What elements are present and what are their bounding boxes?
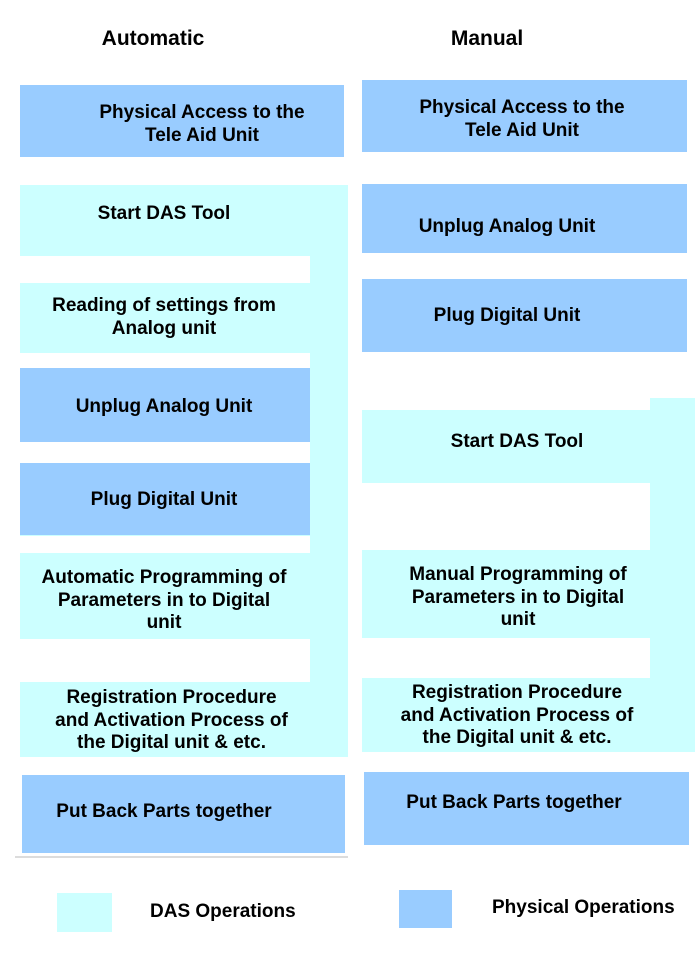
auto-label-reading-settings: Reading of settings from Analog unit [52, 295, 276, 339]
manual-box-unplug-analog [362, 184, 687, 253]
manual-box-plug-digital [362, 279, 687, 352]
column-title-automatic: Automatic [101, 27, 205, 50]
manual-label-manual-programming: Manual Programming of Parameters in to D… [409, 564, 627, 630]
legend-label-physical: Physical Operations [492, 897, 675, 918]
auto-label-start-das: Start DAS Tool [97, 203, 231, 224]
auto-label-unplug-analog: Unplug Analog Unit [75, 396, 253, 417]
legend-label-das: DAS Operations [150, 901, 296, 922]
auto-box-physical-access [20, 85, 344, 157]
manual-label-put-back: Put Back Parts together [406, 792, 622, 813]
column-title-manual: Manual [450, 27, 524, 50]
manual-label-plug-digital: Plug Digital Unit [433, 305, 581, 326]
manual-box-start-das [362, 410, 684, 483]
divider-line [15, 856, 348, 858]
manual-box-physical-access [362, 80, 687, 152]
auto-gap-1 [0, 256, 310, 283]
legend-swatch-das [57, 893, 112, 932]
auto-label-plug-digital: Plug Digital Unit [90, 489, 238, 510]
auto-label-registration: Registration Procedure and Activation Pr… [55, 687, 288, 753]
auto-gap-5 [0, 639, 310, 682]
auto-box-plug-digital [20, 463, 310, 535]
auto-gap-3 [0, 442, 310, 463]
auto-box-unplug-analog [20, 368, 310, 442]
auto-gap-4 [0, 536, 310, 553]
auto-box-put-back [22, 775, 345, 853]
legend-swatch-physical [399, 890, 452, 928]
manual-label-registration: Registration Procedure and Activation Pr… [400, 682, 634, 748]
manual-label-unplug-analog: Unplug Analog Unit [418, 216, 596, 237]
auto-label-put-back: Put Back Parts together [56, 801, 272, 822]
manual-box-registration [362, 678, 695, 752]
manual-box-manual-programming [362, 550, 695, 638]
auto-label-auto-programming: Automatic Programming of Parameters in t… [41, 567, 287, 633]
auto-label-physical-access: Physical Access to the Tele Aid Unit [99, 102, 305, 146]
manual-box-put-back [364, 772, 689, 845]
manual-label-physical-access: Physical Access to the Tele Aid Unit [419, 97, 625, 141]
manual-label-start-das: Start DAS Tool [450, 431, 584, 452]
auto-gap-2 [0, 353, 310, 368]
